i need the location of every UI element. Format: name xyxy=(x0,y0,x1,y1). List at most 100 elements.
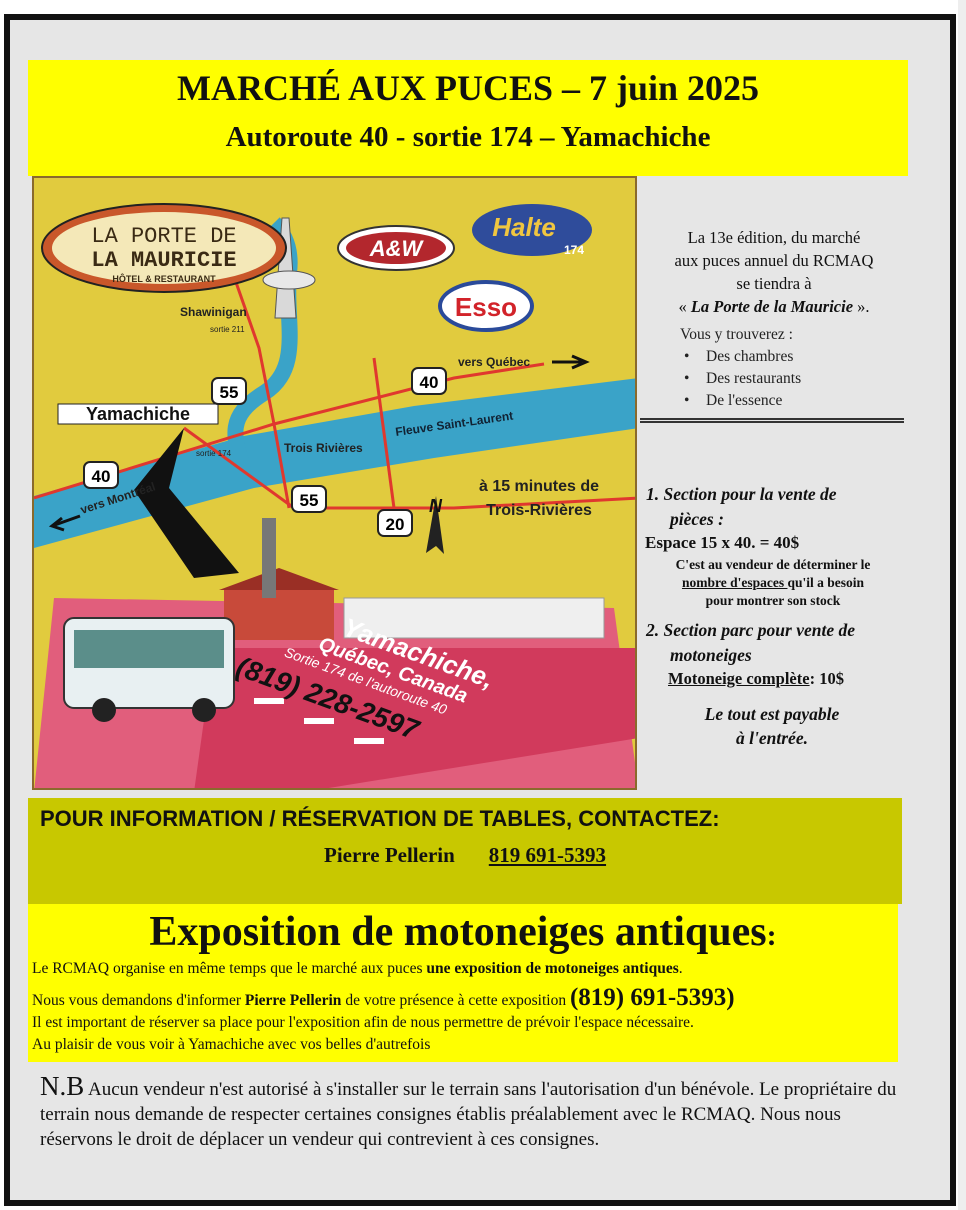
expo-line-3: Il est important de réserver sa place po… xyxy=(32,1014,694,1031)
esso-logo xyxy=(438,280,534,332)
expo-line-1-end: . xyxy=(678,960,683,977)
quote-close: ». xyxy=(853,297,870,316)
label-minutes-2: Trois-Rivières xyxy=(486,502,592,519)
direction-arrow xyxy=(134,428,239,578)
label-sortie-211: sortie 211 xyxy=(210,325,245,334)
expo-line-2: Nous vous demandons d'informer Pierre Pe… xyxy=(32,984,735,1012)
halte-logo xyxy=(472,204,592,256)
page-subtitle: Autoroute 40 - sortie 174 – Yamachiche xyxy=(225,121,711,153)
section1-note-b-underlined: nombre d'espaces xyxy=(681,575,788,590)
arrow-west-icon xyxy=(48,514,81,532)
expo-line-2-bold: Pierre Pellerin xyxy=(244,992,342,1009)
lane-mark-3 xyxy=(354,738,384,744)
section1-note: C'est au vendeur de déterminer le nombre… xyxy=(648,556,898,610)
tower-deck xyxy=(262,270,316,290)
motel-building xyxy=(224,590,334,640)
section2-price-label: Motoneige complète xyxy=(668,669,810,688)
nota-bene-label: N.B xyxy=(40,1071,85,1101)
exposition-title: Exposition de motoneiges antiques xyxy=(149,909,767,955)
shield-40-east: 40 xyxy=(411,367,447,395)
divider xyxy=(640,418,904,423)
expo-line-1-bold: une exposition de motoneiges antiques xyxy=(426,960,679,977)
label-trois-rivieres: Trois Rivières xyxy=(284,441,363,455)
expo-phone: (819) 691-5393) xyxy=(569,984,735,1011)
payment-note-b: à l'entrée. xyxy=(736,728,808,748)
payment-note-a: Le tout est payable xyxy=(704,704,840,724)
bus-wheel-back xyxy=(192,698,216,722)
section1-title-a: 1. Section pour la vente de xyxy=(646,484,837,504)
exposition-title-wrap: Exposition de motoneiges antiques: xyxy=(28,908,898,956)
label-north: N xyxy=(429,496,443,516)
info-line-2: aux puces annuel du RCMAQ xyxy=(674,251,874,270)
page-title: MARCHÉ AUX PUCES – 7 juin 2025 xyxy=(176,68,760,108)
road-surface xyxy=(194,648,635,788)
event-info: La 13e édition, du marché aux puces annu… xyxy=(640,226,908,318)
compass-needle xyxy=(426,496,444,554)
info-line-4: « La Porte de la Mauricie ». xyxy=(640,295,908,318)
amenities: Vous y trouverez : Des chambres Des rest… xyxy=(680,324,801,412)
expo-line-1-text: Le RCMAQ organise en même temps que le m… xyxy=(32,960,427,977)
page-edge xyxy=(958,0,966,1210)
expo-line-2-text: Nous vous demandons d'informer xyxy=(32,992,245,1009)
info-line-3: se tiendra à xyxy=(736,274,812,293)
shield-40-east-num: 40 xyxy=(420,373,439,392)
hotel-logo-line1: LA PORTE DE xyxy=(91,224,236,249)
aw-logo-inner xyxy=(346,232,446,264)
contact-heading: POUR INFORMATION / RÉSERVATION DE TABLES… xyxy=(40,806,720,831)
info-line-1: La 13e édition, du marché xyxy=(687,228,861,247)
exposition-section: Exposition de motoneiges antiques: Le RC… xyxy=(28,904,898,1062)
shield-40-west: 40 xyxy=(83,461,119,489)
section1-note-a: C'est au vendeur de déterminer le xyxy=(675,557,871,572)
bus-wheel-front xyxy=(92,698,116,722)
label-shawinigan: Shawinigan xyxy=(180,305,247,319)
highway-55-road xyxy=(222,247,291,509)
contact-phone: 819 691-5393 xyxy=(488,843,607,867)
nota-bene: N.B Aucun vendeur n'est autorisé à s'ins… xyxy=(40,1071,900,1152)
section2-price: Motoneige complète: 10$ xyxy=(668,669,844,689)
label-yamachiche: Yamachiche xyxy=(86,404,190,424)
venue-name: La Porte de la Mauricie xyxy=(690,297,854,316)
contact-banner: POUR INFORMATION / RÉSERVATION DE TABLES… xyxy=(28,798,902,904)
section1-note-b: nombre d'espaces qu'il a besoin xyxy=(648,574,898,592)
map-illustration: LA PORTE DE LA MAURICIE HÔTEL & RESTAURA… xyxy=(34,203,635,788)
payment-note: Le tout est payable à l'entrée. xyxy=(640,702,904,750)
list-item: Des restaurants xyxy=(684,368,801,390)
lane-mark-2 xyxy=(304,718,334,724)
shield-20-num: 20 xyxy=(386,515,405,534)
shield-55-north-num: 55 xyxy=(220,383,239,402)
hotel-logo-line3: HÔTEL & RESTAURANT xyxy=(112,273,216,284)
list-item: Des chambres xyxy=(684,346,801,368)
motel-roof xyxy=(219,568,339,590)
nota-bene-text: Aucun vendeur n'est autorisé à s'install… xyxy=(40,1079,897,1150)
title-banner: MARCHÉ AUX PUCES – 7 juin 2025 Autoroute… xyxy=(28,60,908,176)
hotel-logo-line2: LA MAURICIE xyxy=(91,248,236,273)
shield-55-north: 55 xyxy=(211,377,247,405)
amenities-list: Des chambres Des restaurants De l'essenc… xyxy=(680,346,801,412)
arrow-east-icon xyxy=(552,354,590,370)
river-saint-laurent xyxy=(34,378,635,548)
exposition-title-colon: : xyxy=(766,919,777,952)
highway-20-road xyxy=(183,426,635,510)
shield-55-south: 55 xyxy=(291,485,327,513)
section2-title-a: 2. Section parc pour vente de xyxy=(646,620,856,640)
section2-price-value: : 10$ xyxy=(809,669,844,688)
section2-title-b: motoneiges xyxy=(670,645,752,665)
label-vers-quebec: vers Québec xyxy=(458,355,530,369)
section1-note-c: pour montrer son stock xyxy=(705,593,841,608)
lane-mark-1 xyxy=(254,698,284,704)
quote-open: « xyxy=(678,297,691,316)
highway-40-road xyxy=(34,362,545,500)
expo-line-1: Le RCMAQ organise en même temps que le m… xyxy=(32,960,683,978)
restaurant-building xyxy=(343,597,605,639)
yamachiche-label-box xyxy=(57,403,219,425)
shield-40-west-num: 40 xyxy=(92,467,111,486)
expo-line-4: Au plaisir de vous voir à Yamachiche ave… xyxy=(32,1036,431,1053)
halte-logo-number: 174 xyxy=(564,243,584,257)
amenities-title: Vous y trouverez : xyxy=(680,326,793,343)
expo-line-2-mid: de votre présence à cette exposition xyxy=(341,992,570,1009)
aw-logo-text: A&W xyxy=(369,236,425,261)
location-map: LA PORTE DE LA MAURICIE HÔTEL & RESTAURA… xyxy=(32,176,637,790)
section1-space-price: Espace 15 x 40. = 40$ xyxy=(645,533,800,552)
shield-20: 20 xyxy=(377,509,413,537)
